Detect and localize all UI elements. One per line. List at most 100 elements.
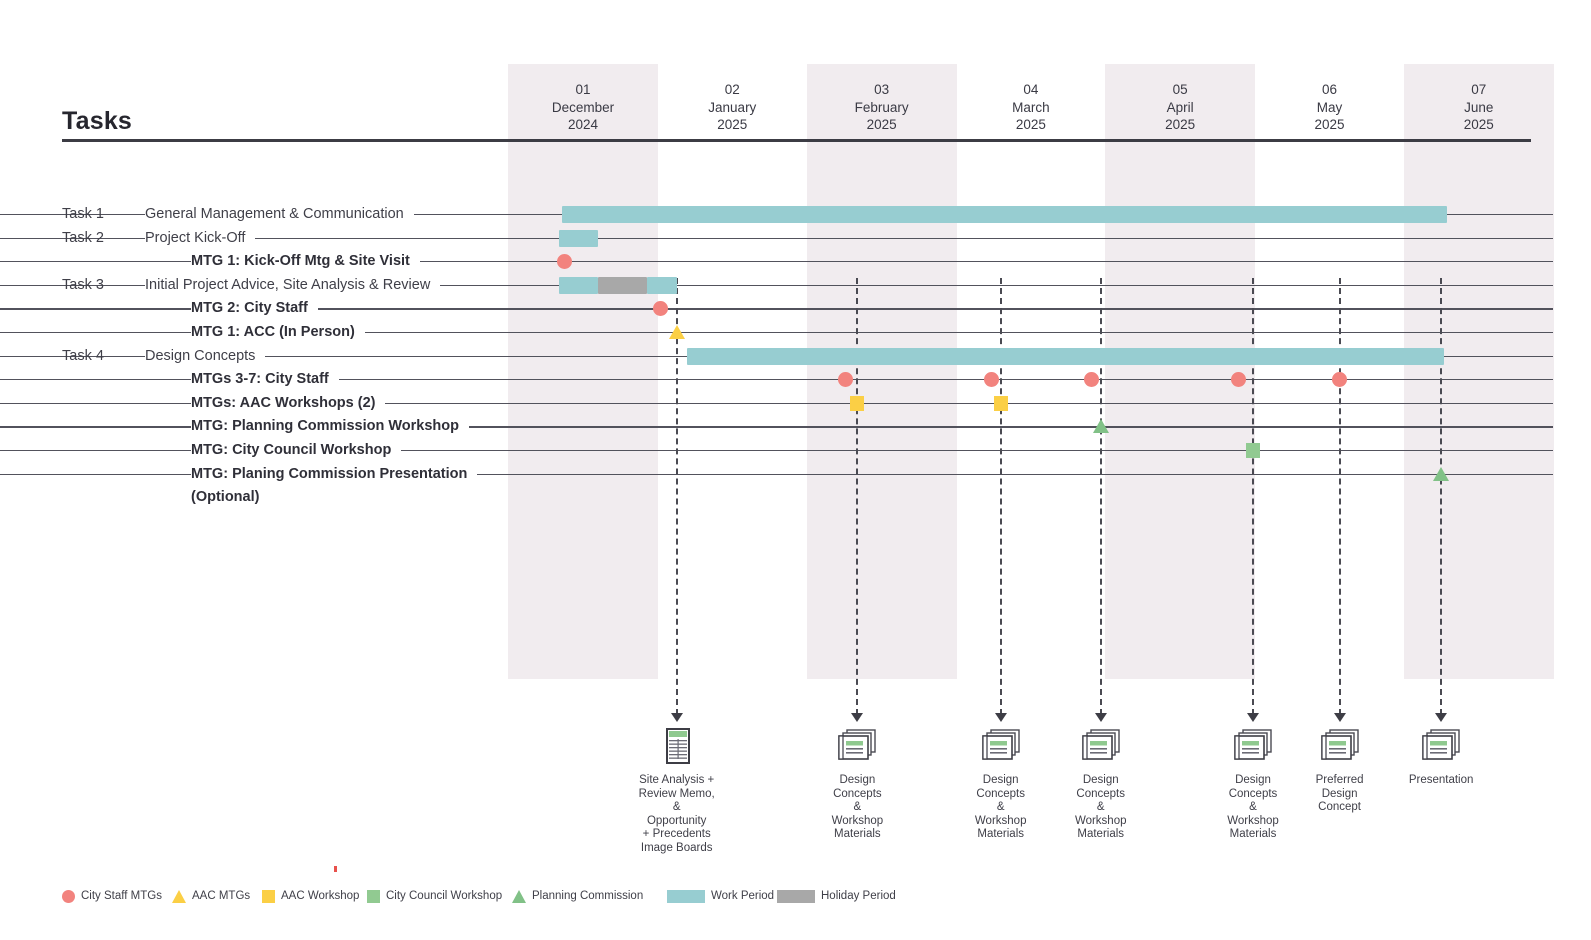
row-baseline bbox=[0, 379, 1553, 381]
deliverable[interactable]: Site Analysis + Review Memo, & Opportuni… bbox=[592, 726, 762, 855]
gantt-row[interactable]: Task 4 Design Concepts bbox=[0, 344, 1591, 369]
milestone-marker-aac_workshop[interactable] bbox=[850, 395, 865, 411]
month-number: 02 bbox=[724, 82, 740, 97]
task-label[interactable]: MTG 1: ACC (In Person) bbox=[191, 321, 365, 343]
task-label[interactable]: MTG 1: Kick-Off Mtg & Site Visit bbox=[191, 250, 420, 273]
deliverable[interactable]: Design Concepts & Workshop Materials bbox=[1168, 726, 1338, 842]
month-name: January bbox=[708, 99, 757, 115]
month-year: 2025 bbox=[717, 117, 748, 132]
row-baseline bbox=[0, 450, 1553, 452]
task-label[interactable]: MTG: Planing Commission Presentation bbox=[191, 462, 478, 485]
gantt-row[interactable]: (Optional) bbox=[0, 486, 1591, 510]
gantt-row[interactable]: Task 3 Initial Project Advice, Site Analy… bbox=[0, 273, 1591, 298]
gantt-row[interactable]: MTGs 3-7: City Staff bbox=[0, 368, 1591, 392]
gantt-row[interactable]: MTG 1: ACC (In Person) bbox=[0, 321, 1591, 345]
work-period-bar[interactable] bbox=[558, 229, 598, 247]
month-year: 2025 bbox=[1015, 117, 1046, 132]
task-label[interactable]: MTGs 3-7: City Staff bbox=[191, 368, 339, 391]
milestone-marker-city_staff[interactable] bbox=[557, 254, 573, 270]
connector-arrowhead-icon bbox=[1435, 713, 1448, 722]
deliverable[interactable]: Design Concepts & Workshop Materials bbox=[1016, 726, 1186, 842]
task-number: Task 1 bbox=[62, 206, 104, 222]
deliverable-connector-line bbox=[856, 278, 859, 715]
legend-swatch-bar-h bbox=[777, 890, 815, 903]
milestone-marker-aac_workshop[interactable] bbox=[993, 395, 1008, 411]
month-name: June bbox=[1464, 99, 1494, 115]
task-label[interactable]: Initial Project Advice, Site Analysis & … bbox=[145, 273, 441, 296]
milestone-marker-city_staff[interactable] bbox=[1332, 372, 1348, 388]
task-number: Task 4 bbox=[62, 347, 104, 364]
milestone-marker-city_staff[interactable] bbox=[984, 372, 1000, 388]
milestone-marker-city_council[interactable] bbox=[1246, 443, 1260, 458]
task-label[interactable]: Design Concepts bbox=[145, 344, 266, 367]
row-baseline bbox=[0, 284, 1553, 286]
header-divider bbox=[62, 139, 1531, 142]
legend-label: Planning Commission bbox=[532, 890, 644, 902]
connector-arrowhead-icon bbox=[851, 713, 864, 722]
connector-arrowhead-icon bbox=[670, 713, 683, 722]
task-number: Task 3 bbox=[62, 276, 104, 293]
task-label[interactable]: MTGs: AAC Workshops (2) bbox=[191, 391, 386, 414]
milestone-marker-city_staff[interactable] bbox=[1230, 372, 1246, 388]
month-name: April bbox=[1166, 99, 1194, 115]
gantt-row[interactable]: MTGs: AAC Workshops (2) bbox=[0, 391, 1591, 416]
row-baseline bbox=[0, 426, 1553, 428]
slide-stack-icon bbox=[1418, 726, 1464, 770]
legend-label: Holiday Period bbox=[821, 890, 896, 902]
task-label[interactable]: (Optional) bbox=[191, 486, 270, 509]
connector-arrowhead-icon bbox=[1094, 713, 1107, 722]
task-label[interactable]: MTG: City Council Workshop bbox=[191, 439, 402, 461]
milestone-marker-aac_mtgs[interactable] bbox=[668, 325, 685, 339]
slide-stack-icon bbox=[834, 726, 880, 770]
milestone-marker-city_staff[interactable] bbox=[837, 372, 853, 388]
deliverable-connector-line bbox=[999, 278, 1002, 715]
legend-swatch-sq-y bbox=[262, 890, 275, 903]
slide-stack-icon bbox=[1230, 726, 1276, 770]
deliverable[interactable]: Design Concepts & Workshop Materials bbox=[772, 726, 942, 842]
milestone-marker-planning_commission[interactable] bbox=[1092, 419, 1109, 434]
deliverable[interactable]: Presentation bbox=[1356, 726, 1526, 788]
deliverable[interactable]: Design Concepts & Workshop Materials bbox=[916, 726, 1086, 842]
legend-swatch-tri-g bbox=[512, 890, 526, 903]
month-number: 05 bbox=[1172, 82, 1188, 97]
row-baseline bbox=[0, 402, 1553, 404]
gantt-row[interactable]: MTG 1: Kick-Off Mtg & Site Visit bbox=[0, 250, 1591, 274]
gantt-row[interactable]: MTG: City Council Workshop bbox=[0, 439, 1591, 463]
slide-stack-icon bbox=[1317, 726, 1363, 770]
task-label[interactable]: Project Kick-Off bbox=[145, 226, 256, 249]
task-label[interactable]: MTG: Planning Commission Workshop bbox=[191, 415, 469, 438]
holiday-period-bar[interactable] bbox=[597, 276, 647, 294]
month-year: 2025 bbox=[1314, 117, 1345, 132]
work-period-bar[interactable] bbox=[558, 276, 598, 294]
document-lined-icon bbox=[654, 726, 700, 770]
gantt-row[interactable]: MTG 2: City Staff bbox=[0, 297, 1591, 321]
slide-stack-icon bbox=[1078, 726, 1124, 770]
work-period-bar[interactable] bbox=[687, 347, 1445, 365]
legend-label: Work Period bbox=[711, 890, 775, 902]
legend-swatch-sq-g bbox=[367, 890, 380, 903]
legend-swatch-tri-y bbox=[172, 890, 186, 903]
row-baseline bbox=[0, 237, 1553, 239]
milestone-marker-city_staff[interactable] bbox=[1084, 372, 1100, 388]
row-baseline bbox=[0, 332, 1553, 334]
gantt-row[interactable]: Task 1 General Management & Communication bbox=[0, 203, 1591, 227]
gantt-row[interactable]: MTG: Planing Commission Presentation bbox=[0, 462, 1591, 487]
gantt-row[interactable]: MTG: Planning Commission Workshop bbox=[0, 415, 1591, 439]
work-period-bar[interactable] bbox=[646, 276, 677, 294]
milestone-marker-city_staff[interactable] bbox=[652, 301, 668, 317]
work-period-bar[interactable] bbox=[561, 206, 1448, 223]
milestone-marker-planning_commission[interactable] bbox=[1433, 466, 1450, 481]
task-label[interactable]: MTG 2: City Staff bbox=[191, 297, 318, 320]
task-label[interactable]: General Management & Communication bbox=[145, 203, 414, 225]
month-number: 03 bbox=[874, 82, 890, 97]
deliverable-caption: Site Analysis + Review Memo, & Opportuni… bbox=[638, 774, 715, 854]
month-number: 04 bbox=[1023, 82, 1039, 97]
deliverable[interactable]: Preferred Design Concept bbox=[1255, 726, 1425, 815]
